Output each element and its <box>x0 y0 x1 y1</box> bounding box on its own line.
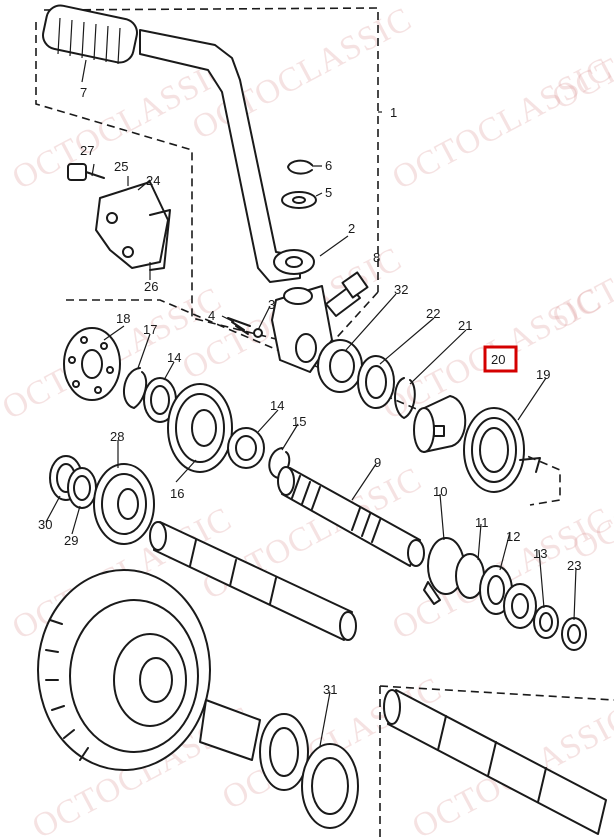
part-label-20: 20 <box>491 352 505 367</box>
part-label-24: 24 <box>146 173 160 188</box>
countershaft <box>383 689 607 835</box>
gear-part-16 <box>167 383 233 473</box>
part-label-16: 16 <box>170 486 184 501</box>
part-label-3: 3 <box>268 297 275 312</box>
part-label-13: 13 <box>533 546 547 561</box>
part-label-15: 15 <box>292 414 306 429</box>
clutch-housing <box>37 569 211 771</box>
part-label-21: 21 <box>458 318 472 333</box>
part-label-10: 10 <box>433 484 447 499</box>
watermark-text: OCTOCLASSIC <box>546 190 614 337</box>
highlight-box-part-20 <box>483 345 518 373</box>
bracket-outline <box>329 291 614 839</box>
collar <box>199 699 261 761</box>
part-label-31: 31 <box>323 682 337 697</box>
circlip-part-6 <box>287 159 313 175</box>
part-label-18: 18 <box>116 311 130 326</box>
part-label-12: 12 <box>506 529 520 544</box>
watermark-text: OCTOCLASSIC <box>546 0 614 117</box>
part-label-28: 28 <box>110 429 124 444</box>
part-label-4: 4 <box>208 308 215 323</box>
part-label-17: 17 <box>143 322 157 337</box>
part-label-23: 23 <box>567 558 581 573</box>
part-label-26: 26 <box>144 279 158 294</box>
part-label-5: 5 <box>325 185 332 200</box>
kick-lever-assembly-outline <box>35 7 379 346</box>
gear-part-10 <box>423 537 465 605</box>
gear-part-28 <box>93 463 155 545</box>
part-label-2: 2 <box>348 221 355 236</box>
mainshaft <box>149 521 357 641</box>
spring-part-19 <box>463 407 541 493</box>
part-label-30: 30 <box>38 517 52 532</box>
part-label-6: 6 <box>325 158 332 173</box>
part-label-32: 32 <box>394 282 408 297</box>
kick-shaft-boss <box>227 285 333 373</box>
leader-lines <box>45 59 577 747</box>
part-label-7: 7 <box>80 85 87 100</box>
circlip-part-17 <box>122 367 148 409</box>
washer-part-12 <box>503 583 537 629</box>
bolt-part-8 <box>325 271 369 317</box>
part-label-22: 22 <box>426 306 440 321</box>
gear-part-31 <box>259 713 359 829</box>
kick-axle-part-9 <box>277 466 425 567</box>
circlip-part-13 <box>533 605 559 639</box>
bracket-assembly <box>67 163 171 271</box>
part-label-14-left: 14 <box>167 350 181 365</box>
part-label-1: 1 <box>390 105 397 120</box>
washer-part-29 <box>67 467 97 509</box>
part-label-27: 27 <box>80 143 94 158</box>
circlip-part-21 <box>394 377 416 419</box>
part-label-14-right: 14 <box>270 398 284 413</box>
part-label-11: 11 <box>475 515 489 530</box>
watermark-text: OCTOCLASSIC <box>566 420 614 567</box>
part-label-29: 29 <box>64 533 78 548</box>
part-label-9: 9 <box>374 455 381 470</box>
ratchet-part-20 <box>413 395 467 453</box>
kick-lever <box>42 4 315 283</box>
plate-part-18 <box>63 327 121 401</box>
washer-part-23 <box>561 617 587 651</box>
part-labels: 7 1 27 25 24 6 5 2 8 26 3 4 32 22 21 18 … <box>38 85 581 697</box>
part-label-25: 25 <box>114 159 128 174</box>
part-label-8: 8 <box>373 250 380 265</box>
part-label-19: 19 <box>536 367 550 382</box>
